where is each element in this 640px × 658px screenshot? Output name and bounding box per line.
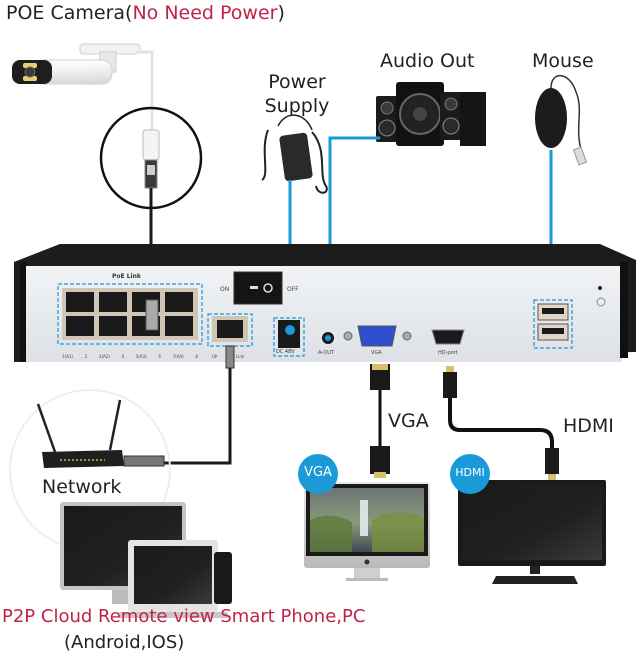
mouse-device (535, 75, 588, 166)
switch-off-label: OFF (287, 286, 299, 293)
speakers (376, 82, 486, 146)
hdmi-cable-label: HDMI (563, 415, 614, 437)
rj45-coupler (142, 129, 160, 189)
port-label: 4 (121, 354, 125, 359)
imac-monitor (304, 482, 430, 581)
port-label: 3(A2) (98, 354, 110, 359)
port-label: 5(A3) (135, 354, 147, 359)
nvr-recorder (14, 244, 636, 362)
router (9, 389, 171, 551)
audio-out-label: Audio Out (380, 50, 475, 72)
title-prefix: POE Camera( (6, 2, 133, 24)
network-label: Network (42, 476, 122, 498)
uplink-label: UP (212, 354, 218, 359)
hd-port-label: HD-port (438, 350, 458, 356)
port-label: 1(A1) (62, 354, 73, 359)
poe-camera (12, 43, 154, 130)
hdmi-badge: HDMI (455, 466, 485, 479)
title-highlight: No Need Power (132, 2, 278, 24)
port-label: 7(A4) (172, 354, 184, 359)
vga-cable-label: VGA (388, 410, 429, 432)
footer-remote-view: P2P Cloud Remote view Smart Phone,PC (2, 606, 366, 627)
vga-badge-circle (298, 454, 338, 494)
port-label: 2 (84, 354, 88, 359)
port-label: 8 (195, 354, 198, 359)
poe-link-label: PoE Link (112, 273, 141, 280)
switch-on-label: ON (220, 286, 230, 293)
hdmi-monitor (458, 480, 606, 584)
vga-cable (370, 364, 390, 478)
client-devices (60, 502, 232, 618)
mouse-label: Mouse (532, 50, 594, 72)
hdmi-cable (443, 366, 559, 480)
power-supply-adapter (261, 114, 328, 194)
a-out-label: A-OUT (318, 350, 334, 356)
title-suffix: ) (277, 2, 285, 24)
footer-platforms: (Android,IOS) (64, 632, 185, 653)
power-supply-label: Power Supply (262, 70, 332, 118)
hdmi-badge-circle (450, 454, 490, 494)
port-label: 6 (158, 354, 162, 359)
dc-48v-label: DC 48V (276, 349, 295, 355)
uplink-plug (225, 345, 235, 369)
link-label: Link (236, 354, 245, 359)
poe-port-labels: 1(A1) 2 3(A2) 4 5(A3) 6 7(A4) 8 (62, 354, 198, 359)
diagram-title: POE Camera(No Need Power) (6, 2, 285, 24)
power-supply-label-line2: Supply (264, 95, 330, 117)
network-cable (160, 346, 232, 465)
vga-port-label: VGA (371, 350, 382, 356)
power-supply-label-line1: Power (268, 71, 326, 93)
vga-badge: VGA (304, 465, 332, 480)
